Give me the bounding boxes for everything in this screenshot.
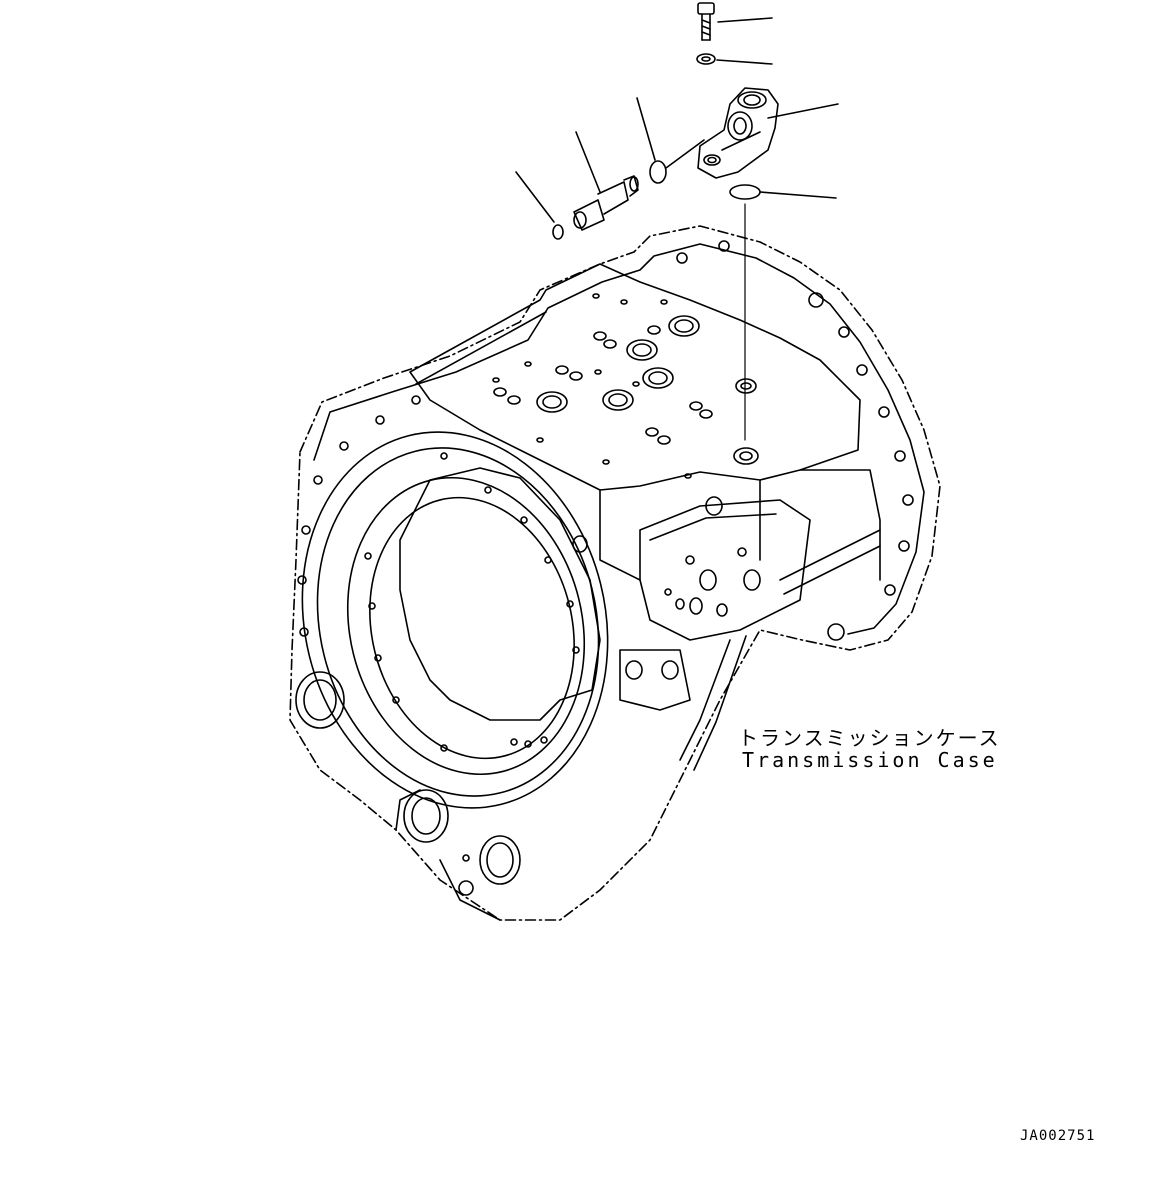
transmission-case	[289, 225, 941, 921]
side-pad-holes	[664, 547, 761, 617]
part-label-japanese: トランスミッションケース	[738, 726, 1001, 750]
o-ring-3	[552, 224, 564, 240]
bottom-bosses	[295, 671, 521, 896]
front-flange-holes	[297, 395, 723, 862]
rear-flange-holes	[676, 240, 914, 641]
manifold-holes	[492, 293, 759, 479]
o-ring-2	[729, 184, 761, 200]
drawing-code: JA002751	[1020, 1128, 1096, 1144]
leader-lines	[515, 17, 839, 223]
washer-part	[696, 53, 716, 65]
o-ring-parts	[552, 160, 761, 240]
connector-part	[573, 175, 639, 231]
o-ring-1	[649, 160, 667, 184]
bolt-part	[697, 2, 715, 41]
part-label-english: Transmission Case	[742, 748, 998, 772]
elbow-fitting-part	[697, 87, 779, 179]
